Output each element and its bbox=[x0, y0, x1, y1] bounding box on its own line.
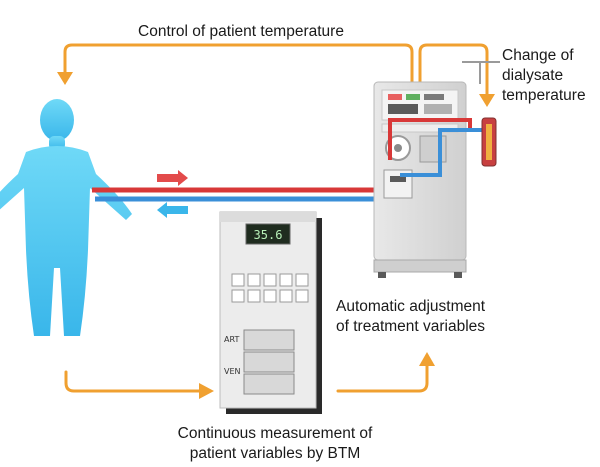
dialysate-label-line3: temperature bbox=[502, 87, 586, 104]
control-temperature-label: Control of patient temperature bbox=[138, 23, 344, 40]
adjustment-label-line1: Automatic adjustment bbox=[336, 298, 486, 315]
measurement-label-line1: Continuous measurement of bbox=[177, 425, 373, 442]
dialysate-temperature-label: Change of dialysate temperature bbox=[502, 46, 598, 106]
arterial-flow-arrow bbox=[157, 170, 188, 186]
measurement-loop-arrow bbox=[64, 362, 429, 393]
adjustment-label-line2: of treatment variables bbox=[336, 318, 486, 335]
btm-art-label: ART bbox=[224, 335, 239, 344]
control-loop-arrow bbox=[63, 43, 489, 98]
machine-blood-circuit bbox=[388, 118, 488, 177]
dialysate-arrowhead bbox=[479, 94, 495, 107]
btm-display-value: 35.6 bbox=[254, 228, 283, 242]
btm-keypad bbox=[231, 273, 309, 303]
measurement-arrowhead-right bbox=[199, 383, 214, 399]
dialyzer bbox=[462, 61, 500, 167]
venous-line bbox=[95, 175, 403, 202]
dialysate-label-line2: dialysate bbox=[502, 67, 564, 84]
automatic-adjustment-label: Automatic adjustment of treatment variab… bbox=[336, 297, 556, 337]
dialysis-machine bbox=[373, 81, 467, 278]
venous-flow-arrow bbox=[157, 202, 188, 218]
arterial-line bbox=[92, 160, 393, 193]
btm-device: 35.6 ART VEN bbox=[219, 211, 322, 414]
continuous-measurement-label: Continuous measurement of patient variab… bbox=[140, 424, 410, 464]
btm-ven-label: VEN bbox=[224, 367, 241, 376]
control-loop-arrowhead bbox=[57, 72, 73, 85]
dialysate-label-line1: Change of bbox=[502, 47, 574, 64]
patient-silhouette bbox=[0, 99, 132, 336]
adjustment-arrowhead-up bbox=[419, 352, 435, 366]
measurement-label-line2: patient variables by BTM bbox=[189, 445, 361, 462]
